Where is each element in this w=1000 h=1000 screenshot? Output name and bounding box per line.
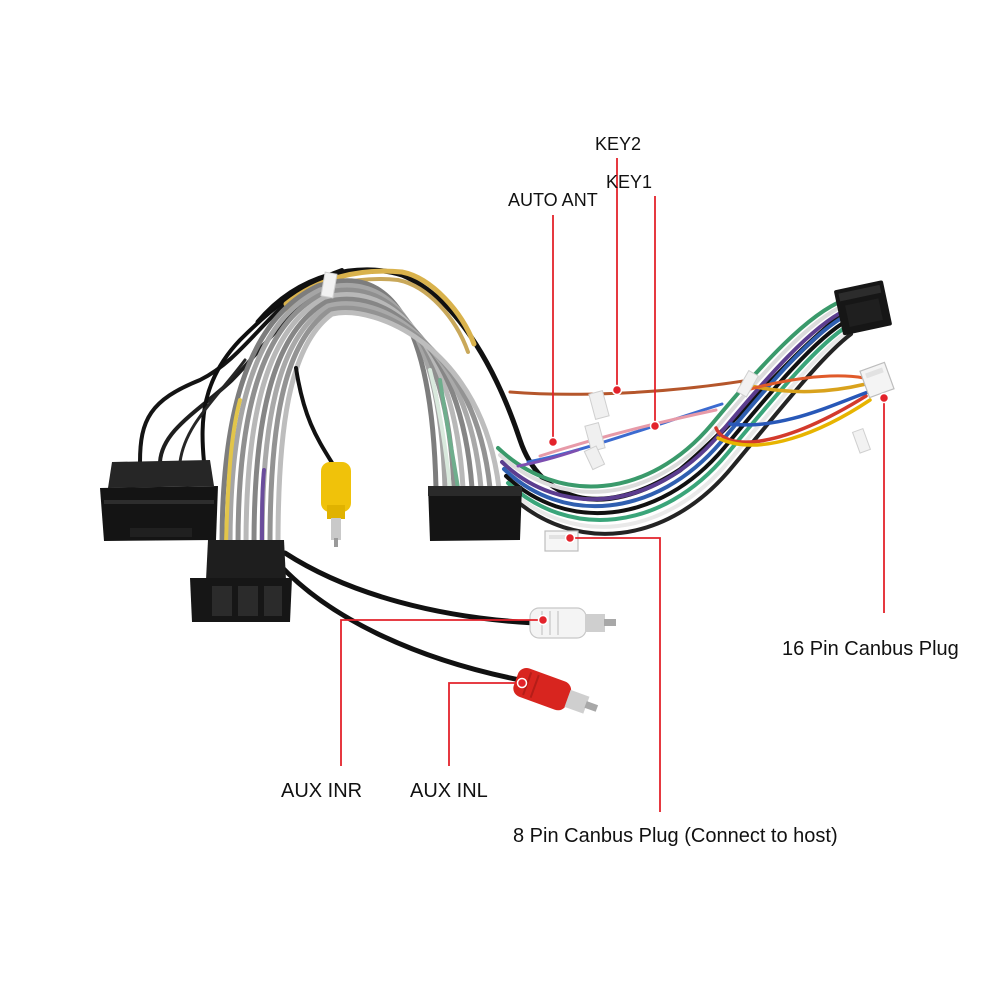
canbus-16-pin-plug <box>859 361 895 399</box>
wire <box>496 298 846 489</box>
wire <box>502 313 849 509</box>
wire <box>500 308 848 502</box>
callout-canbus16 <box>878 392 890 613</box>
wire-tag-ant <box>583 445 606 471</box>
callout-key2 <box>611 158 623 396</box>
wire <box>516 448 580 468</box>
rca-plug-video-yellow <box>321 462 351 547</box>
cable-tie <box>851 427 872 454</box>
connector-16-pin <box>834 280 892 336</box>
callout-key1 <box>649 196 661 432</box>
wire <box>738 374 866 394</box>
wire <box>227 283 448 548</box>
colored-wire-bundle-right <box>496 298 853 536</box>
wire <box>260 468 266 547</box>
wire <box>508 378 752 396</box>
callout-aux-inl <box>448 677 528 766</box>
callout-aux-inr <box>340 614 549 766</box>
wire <box>243 292 466 548</box>
wire <box>224 398 242 547</box>
rca-cable-aux-right <box>282 550 538 626</box>
harness-connector-lower <box>190 540 292 622</box>
wire <box>267 305 493 548</box>
rca-cable-aux-left <box>275 560 523 683</box>
wire <box>178 358 247 464</box>
label-auto-ant: AUTO ANT <box>508 190 598 210</box>
wire <box>219 278 439 548</box>
label-key1: KEY1 <box>606 172 652 192</box>
wire <box>716 398 872 447</box>
label-key2: KEY2 <box>595 134 641 154</box>
wire <box>728 390 870 427</box>
iso-connector <box>100 460 218 541</box>
canbus16-wire-loop <box>714 374 872 447</box>
wire <box>275 310 502 548</box>
wire-tag-key1 <box>584 422 606 452</box>
wire <box>428 368 452 490</box>
callout-auto-ant <box>547 215 559 448</box>
wire <box>438 378 460 490</box>
wire-tag-key2 <box>588 390 610 420</box>
label-aux-inr: AUX INR <box>281 780 362 802</box>
wire <box>508 328 852 529</box>
wire <box>506 323 851 522</box>
cable-tie <box>320 271 338 299</box>
wire <box>504 318 850 515</box>
label-aux-inl: AUX INL <box>410 780 488 802</box>
rca-plug-aux-left-red <box>513 668 599 714</box>
wire <box>510 332 853 536</box>
rca-cable-video <box>294 366 336 468</box>
wire <box>538 408 718 458</box>
gray-wire-bundle <box>219 278 502 548</box>
harness-connector-center <box>428 486 522 541</box>
wire <box>251 296 475 548</box>
wire <box>259 301 484 548</box>
wire <box>498 303 847 494</box>
cable-tie <box>736 369 760 398</box>
key-antenna-wires <box>508 378 752 468</box>
callout-canbus8 <box>564 532 661 812</box>
label-canbus8: 8 Pin Canbus Plug (Connect to host) <box>513 825 838 847</box>
wire <box>714 394 868 444</box>
label-canbus16: 16 Pin Canbus Plug <box>782 638 959 660</box>
